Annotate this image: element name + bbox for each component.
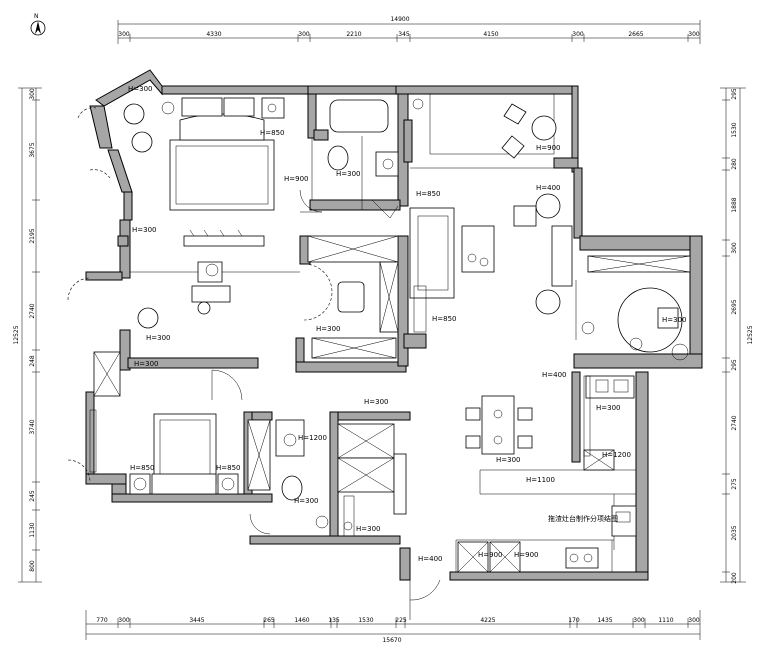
kitchen-note: 拖渣灶台制作分项结图 — [548, 514, 618, 523]
dim-bottom-6: 1530 — [358, 617, 373, 624]
walls — [85, 69, 703, 581]
height-label-3: H=900 — [284, 175, 309, 183]
height-label-24: H=300 — [356, 525, 381, 533]
dim-left-4: 248 — [29, 355, 36, 367]
dim-top-1: 4330 — [206, 31, 221, 38]
dim-left-3: 2740 — [29, 303, 36, 318]
height-label-20: H=1200 — [602, 451, 631, 459]
bed-icon-2 — [153, 413, 217, 485]
height-label-15: H=300 — [364, 398, 389, 406]
height-label-11: H=400 — [536, 184, 561, 192]
height-label-21: H=300 — [496, 456, 521, 464]
dim-right-1: 1530 — [731, 122, 738, 137]
dim-right-6: 295 — [731, 359, 738, 371]
bottom-dimensions: 770 300 3445 265 1460 135 1530 225 4225 … — [85, 610, 701, 644]
height-label-10: H=900 — [536, 144, 561, 152]
dim-right-3: 1888 — [731, 197, 738, 212]
height-label-18: H=850 — [216, 464, 241, 472]
coffee-table-icon — [461, 225, 495, 273]
height-label-22: H=1100 — [526, 476, 555, 484]
dim-left-2: 2195 — [29, 228, 36, 243]
dim-top-total: 14900 — [390, 16, 409, 23]
dim-left-total: 12525 — [13, 325, 20, 344]
right-dimensions: 295 1530 280 1888 300 2695 295 2740 275 … — [720, 87, 754, 584]
dim-top-7: 2665 — [628, 31, 643, 38]
height-label-4: H=300 — [336, 170, 361, 178]
bed-icon — [169, 139, 275, 211]
height-label-19: H=300 — [596, 404, 621, 412]
height-label-9: H=300 — [134, 360, 159, 368]
dim-bottom-12: 1110 — [658, 617, 673, 624]
furniture — [89, 93, 691, 573]
dim-top-6: 300 — [572, 31, 584, 38]
dim-right-7: 2740 — [731, 415, 738, 430]
dim-left-6: 245 — [29, 490, 36, 502]
height-labels: H=300 H=850 H=900 H=300 H=300 H=300 H=30… — [128, 85, 687, 563]
dim-top-2: 300 — [298, 31, 310, 38]
dim-bottom-8: 4225 — [480, 617, 495, 624]
height-label-5: H=300 — [132, 226, 157, 234]
height-label-16: H=1200 — [298, 434, 327, 442]
height-label-17: H=850 — [130, 464, 155, 472]
dim-bottom-total: 15670 — [382, 637, 401, 644]
dim-right-2: 280 — [731, 158, 738, 170]
height-label-6: H=300 — [146, 334, 171, 342]
height-label-13: H=300 — [662, 316, 687, 324]
dim-right-0: 295 — [731, 88, 738, 100]
dim-left-8: 800 — [29, 560, 36, 572]
dim-right-8: 275 — [731, 478, 738, 490]
dim-right-4: 300 — [731, 242, 738, 254]
dim-bottom-1: 300 — [118, 617, 130, 624]
dim-top-5: 4150 — [483, 31, 498, 38]
dim-top-0: 300 — [118, 31, 130, 38]
dim-left-0: 300 — [29, 88, 36, 100]
height-label-14: H=400 — [542, 371, 567, 379]
dim-top-3: 2210 — [346, 31, 361, 38]
bathtub-icon — [329, 99, 389, 133]
door-swings — [67, 107, 441, 620]
dim-right-5: 2695 — [731, 299, 738, 314]
dim-top-8: 300 — [688, 31, 700, 38]
sofa-icon — [409, 207, 455, 299]
dim-bottom-10: 1435 — [597, 617, 612, 624]
dim-left-5: 3740 — [29, 419, 36, 434]
dim-right-10: 200 — [731, 572, 738, 584]
dim-left-1: 3675 — [29, 142, 36, 157]
dim-bottom-0: 770 — [96, 617, 108, 624]
dim-right-total: 12525 — [747, 325, 754, 344]
height-label-25: H=400 — [418, 555, 443, 563]
dim-right-9: 2035 — [731, 525, 738, 540]
height-label-27: H=900 — [514, 551, 539, 559]
height-label-8: H=850 — [416, 190, 441, 198]
north-arrow-icon: N — [30, 13, 46, 36]
height-label-12: H=850 — [432, 315, 457, 323]
dim-bottom-5: 135 — [328, 617, 340, 624]
height-label-7: H=300 — [316, 325, 341, 333]
dim-bottom-7: 225 — [395, 617, 407, 624]
dim-top-4: 345 — [398, 31, 410, 38]
dim-left-7: 1130 — [29, 522, 36, 537]
height-label-2: H=850 — [260, 129, 285, 137]
dim-bottom-13: 300 — [688, 617, 700, 624]
sink-icon — [375, 151, 399, 177]
height-label-26: H=900 — [478, 551, 503, 559]
left-dimensions: 300 3675 2195 2740 248 3740 245 1130 800… — [13, 87, 42, 583]
height-label-23: H=300 — [294, 497, 319, 505]
dim-bottom-3: 265 — [263, 617, 275, 624]
dining-table-icon — [481, 395, 515, 455]
dim-bottom-2: 3445 — [189, 617, 204, 624]
north-label: N — [34, 13, 39, 20]
dim-bottom-9: 170 — [568, 617, 580, 624]
height-label-1: H=300 — [128, 85, 153, 93]
round-table-icon — [617, 287, 683, 353]
toilet-icon — [327, 145, 349, 171]
dim-bottom-4: 1460 — [294, 617, 309, 624]
dim-bottom-11: 300 — [633, 617, 645, 624]
top-dimensions: 14900 300 4330 300 2210 345 4150 300 266… — [117, 16, 701, 44]
